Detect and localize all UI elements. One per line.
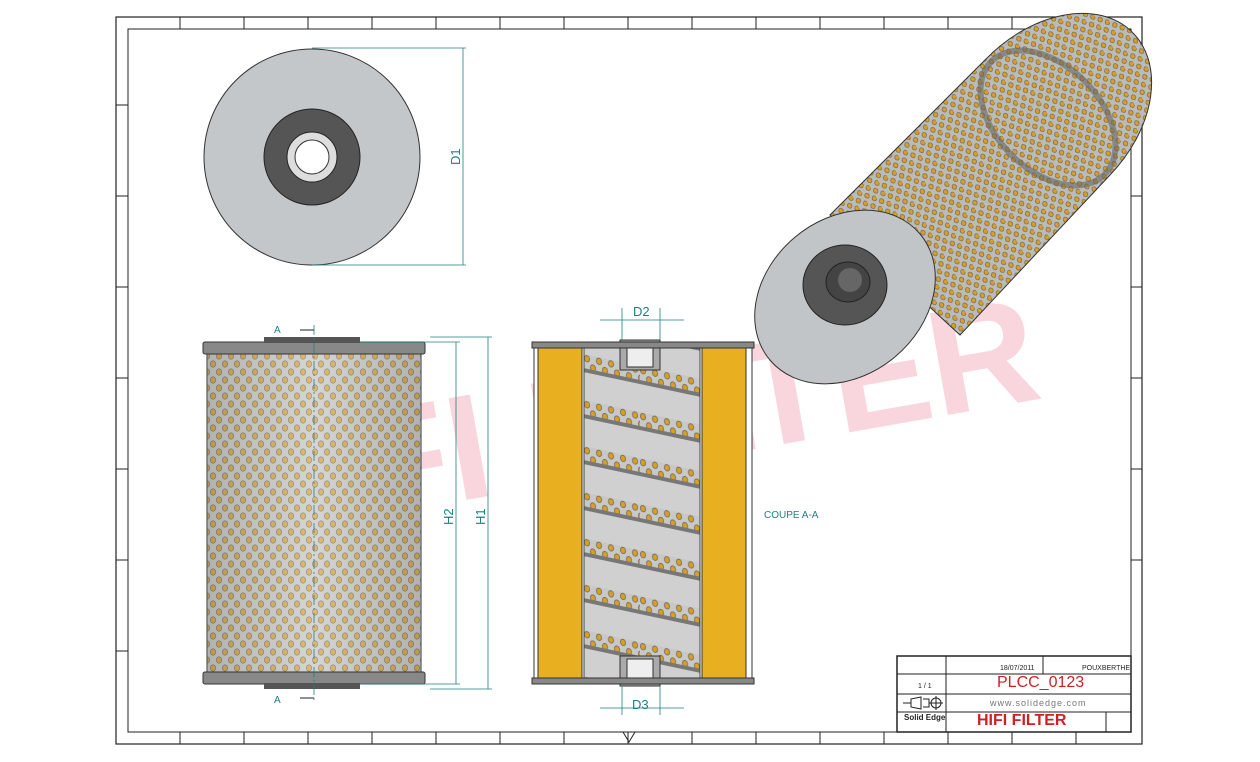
section-mark-top: A xyxy=(274,325,281,336)
sheet-number: 1 / 1 xyxy=(918,683,932,690)
top-view: D1 xyxy=(203,47,466,266)
dimension-d2: D2 xyxy=(633,304,650,319)
front-view: A A H2 H1 xyxy=(202,325,492,706)
solid-edge-logo xyxy=(903,696,943,710)
border-zone-ticks xyxy=(116,17,1142,744)
drawing-title: PLCC_0123 xyxy=(997,674,1085,691)
section-view: D2 D3 COUPE A-A xyxy=(531,304,819,715)
title-block-frame xyxy=(896,655,1132,733)
dimension-d3: D3 xyxy=(632,697,649,712)
drawn-by-value: POUXBERTHE xyxy=(1082,665,1131,672)
section-label: COUPE A-A xyxy=(764,510,819,521)
section-mark-bottom: A xyxy=(274,695,281,706)
website-link: www.solidedge.com xyxy=(990,698,1087,708)
software-label: Solid Edge xyxy=(904,713,946,722)
dimension-d1: D1 xyxy=(448,148,463,165)
dimension-h2: H2 xyxy=(441,508,456,525)
company-name: HIFI FILTER xyxy=(977,712,1067,729)
isometric-view xyxy=(754,12,1153,385)
outer-border xyxy=(115,16,1143,745)
dimension-h1: H1 xyxy=(473,508,488,525)
centering-mark xyxy=(622,731,636,743)
date-value: 18/07/2011 xyxy=(1000,665,1035,672)
